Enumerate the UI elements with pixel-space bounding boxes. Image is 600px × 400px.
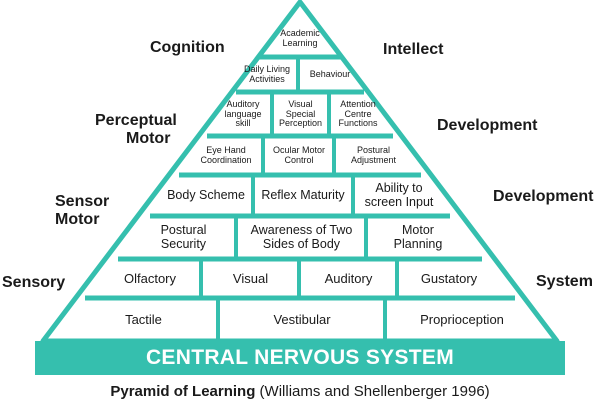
caption-source: (Williams and Shellenberger 1996) [255,383,490,400]
label-sensor-motor: Sensor Motor [55,193,109,229]
cell-text: Perception [278,118,323,129]
cell-text: Coordination [200,155,252,165]
cell-text: Reflex Maturity [261,188,345,203]
cell-text: Activities [249,74,285,84]
cell-behaviour: Behaviour [300,60,360,90]
cell-text: Sides of Body [262,237,341,251]
label-perceptual-motor-line2: Motor [126,130,171,147]
caption-title: Pyramid of Learning [110,383,256,400]
cell-text: Special [285,108,316,119]
label-sensor-motor-line2: Motor [55,211,100,228]
cell-gustatory: Gustatory [399,262,499,296]
cell-body-scheme: Body Scheme [160,178,252,214]
cell-proprioception: Proprioception [387,301,537,339]
cell-text: screen Input [364,195,434,209]
label-system: System [536,273,593,290]
cell-auditory: Auditory [301,262,396,296]
label-cognition: Cognition [150,39,225,56]
label-sensor: Sensor [55,193,110,210]
cell-text: Postural [160,223,207,238]
label-intellect: Intellect [383,41,444,58]
cell-text: Awareness of Two [250,223,353,238]
cell-text: Visual [288,98,313,109]
cell-text: Postural [356,145,391,156]
cell-dividers [199,57,399,341]
cell-text: Planning [393,237,443,251]
cell-vestibular: Vestibular [220,301,384,339]
label-development-lower: Development [493,188,594,205]
cell-visual: Visual [203,262,298,296]
label-perceptual-motor: Perceptual Motor [95,112,177,148]
cell-text: Tactile [125,311,162,327]
label-perceptual: Perceptual [95,112,177,129]
cell-text: skill [235,118,251,129]
cell-reflex-maturity: Reflex Maturity [254,178,352,214]
cell-text: Proprioception [420,311,504,327]
cell-text: Academic [280,28,320,39]
cell-text: Attention [340,98,376,109]
label-sensory: Sensory [2,274,66,291]
cell-text: Daily Living [243,64,291,75]
cell-text: Vestibular [273,311,331,327]
diagram-caption: Pyramid of Learning (Williams and Shelle… [0,383,600,400]
cell-text: Auditory [324,270,373,286]
central-nervous-system-base: CENTRAL NERVOUS SYSTEM [35,341,565,375]
cell-text: Behaviour [309,69,351,80]
cell-text: Learning [282,38,318,48]
cell-text: Control [284,155,314,165]
cell-text: language [224,108,262,119]
cell-text: Security [160,237,207,251]
cell-text: Motor [402,223,434,238]
cell-text: Ocular Motor [272,145,325,156]
cell-text: Body Scheme [167,188,245,203]
cell-text: Ability to [375,181,423,196]
cell-text: Auditory [226,98,260,109]
cell-text: Adjustment [350,155,397,165]
cell-text: Eye Hand [206,145,246,156]
cell-text: Olfactory [123,270,176,286]
cell-text: Visual [232,270,269,286]
cell-olfactory: Olfactory [100,262,200,296]
label-development-upper: Development [437,117,538,134]
cell-text: Gustatory [420,270,478,286]
cell-tactile: Tactile [70,301,217,339]
cell-text: Centre [344,108,372,119]
cell-text: Functions [338,118,378,129]
